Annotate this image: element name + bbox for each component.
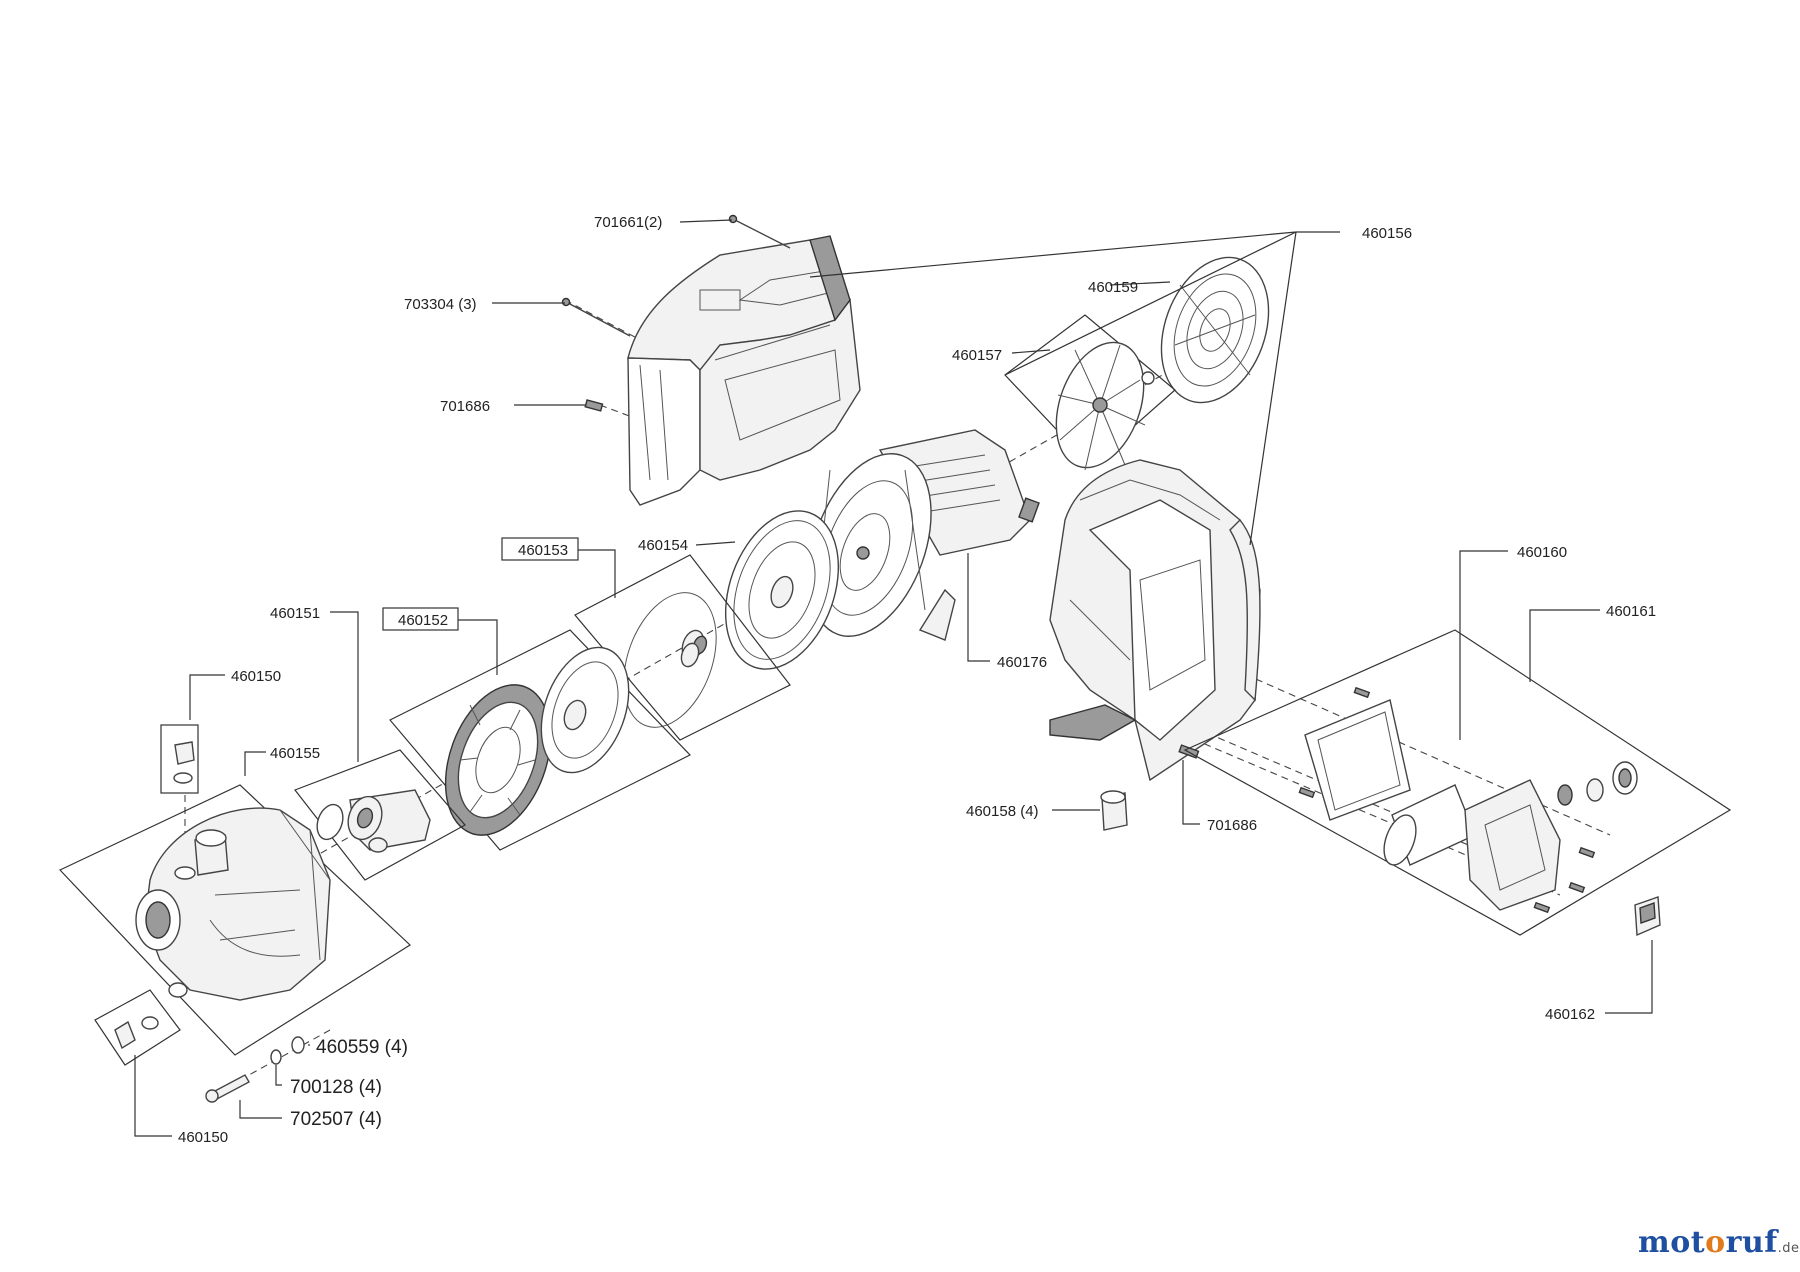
plug-bottom-frame: [94, 989, 181, 1066]
label-703304: 703304 (3): [404, 296, 477, 313]
screw-axis-top: [564, 299, 651, 346]
label-460158: 460158 (4): [966, 803, 1039, 820]
label-460154: 460154: [638, 537, 688, 554]
plug-top: [173, 741, 195, 784]
label-460162: 460162: [1545, 1006, 1595, 1023]
screw-703304: [561, 297, 631, 337]
label-460157: 460157: [952, 347, 1002, 364]
label-701686-top: 701686: [440, 398, 490, 415]
label-701661: 701661(2): [594, 214, 662, 231]
pump-housing: [135, 807, 331, 1001]
washer-460559: [291, 1036, 305, 1054]
leader-lines: [134, 219, 1653, 1137]
motor: [808, 429, 1040, 641]
fan-impeller: [1055, 341, 1155, 471]
label-460559: 460559 (4): [316, 1037, 408, 1058]
label-460161: 460161: [1606, 603, 1656, 620]
label-700128: 700128 (4): [290, 1077, 382, 1098]
label-box-460152: [382, 607, 459, 631]
watermark-domain: .de: [1777, 1241, 1800, 1256]
impeller: [540, 646, 630, 774]
front-housing: [1049, 459, 1261, 782]
label-460151: 460151: [270, 605, 320, 622]
label-460150-top: 460150: [231, 668, 281, 685]
label-460150-bottom: 460150: [178, 1129, 228, 1146]
plug-top-frame: [160, 724, 199, 794]
screw-701686-top: [584, 399, 604, 412]
screw-701661: [728, 214, 791, 249]
venturi-frame: [294, 749, 466, 881]
bolt-702507: [205, 1074, 250, 1103]
label-460152: 460152: [398, 612, 448, 629]
label-701686-bottom: 701686: [1207, 817, 1257, 834]
label-460156: 460156: [1362, 225, 1412, 242]
watermark-part2: o: [1705, 1225, 1726, 1260]
watermark-part1: mot: [1638, 1225, 1706, 1260]
control-cover: [1464, 779, 1561, 911]
top-housing-cover: [627, 235, 861, 506]
control-box-frame: [1183, 629, 1732, 936]
cable-gland: [1557, 761, 1638, 806]
label-460176: 460176: [997, 654, 1047, 671]
seal-plate: [724, 510, 840, 670]
fan-guard: [1160, 256, 1270, 404]
label-460159: 460159: [1088, 279, 1138, 296]
diffuser: [444, 684, 552, 836]
label-460153: 460153: [518, 542, 568, 559]
terminal-frame-part: [1304, 699, 1411, 821]
switch-460162: [1634, 896, 1661, 937]
label-702507: 702507 (4): [290, 1109, 382, 1130]
part-labels: 701661(2) 703304 (3) 701686 460156 46015…: [178, 214, 1656, 1146]
washer-700128: [270, 1049, 282, 1065]
label-460160: 460160: [1517, 544, 1567, 561]
venturi: [316, 789, 431, 853]
label-box-460153: [501, 537, 579, 561]
bolt-axis-line: [239, 1029, 331, 1081]
foot-460158: [1100, 790, 1128, 831]
control-screws: [1298, 686, 1596, 914]
label-460155: 460155: [270, 745, 320, 762]
capacitor-460160: [1383, 784, 1476, 866]
plug-bottom: [114, 1016, 159, 1050]
watermark-part3: ruf: [1725, 1225, 1778, 1260]
seal-kit-parts: [623, 592, 717, 728]
seal-kit-frame: [574, 554, 791, 741]
watermark-logo: motoruf.de: [1638, 1225, 1800, 1260]
